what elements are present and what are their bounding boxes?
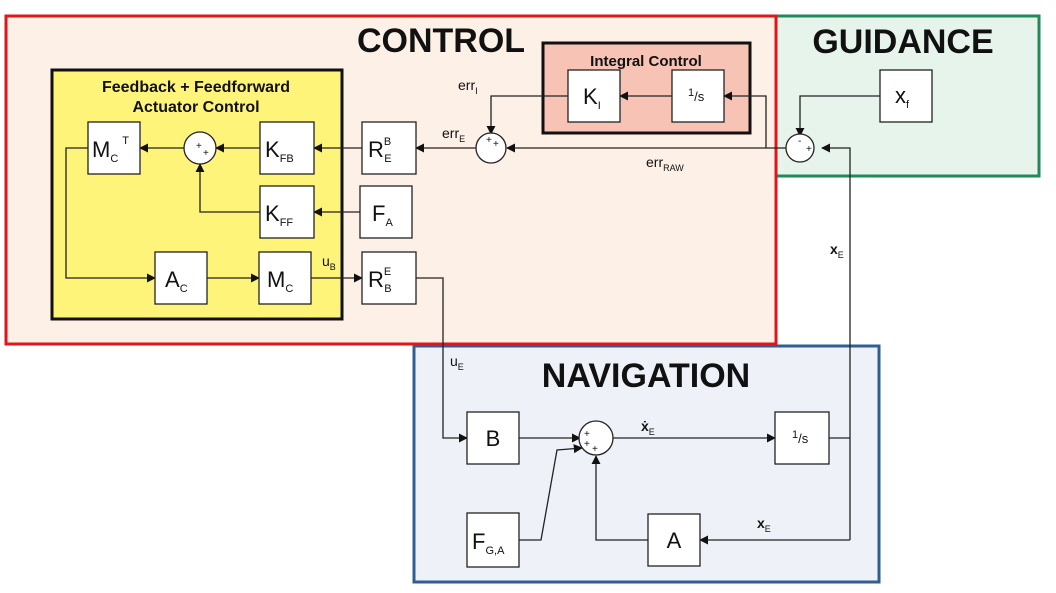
svg-text:+: + [486,135,492,146]
block-a: A [647,513,701,567]
block-kfb: KFB [259,121,315,175]
svg-text:xf: xf [895,83,910,111]
wire-ue [416,277,468,443]
wire-kff-to-sum [195,163,260,213]
block-xf: xf [879,69,933,123]
svg-text:AC: AC [165,267,188,295]
summing-junction-actuator: + + [183,131,217,165]
block-integrator-control: 1/s [671,69,725,123]
integral-control-title: Integral Control [590,53,702,70]
label-u-e: uE [450,353,464,372]
label-err-e: errE [442,125,465,144]
wire-xe-to-guidance-sum [821,143,851,540]
block-b: B [466,411,520,465]
label-x-e-right: xE [830,241,844,260]
wire-err-raw-to-integrator [723,91,767,148]
svg-text:RBE: RBE [368,136,392,165]
wire-a-to-sum [591,455,648,541]
svg-text:KI: KI [583,84,601,112]
svg-text:+: + [584,429,590,440]
label-err-i: errI [458,77,478,96]
block-integrator-navigation: 1/s [774,411,830,465]
actuator-title-line1: Feedback + Feedforward [102,79,290,96]
block-mc-transpose: MCT [87,121,141,175]
guidance-title: GUIDANCE [812,23,993,61]
svg-text:KFF: KFF [265,201,293,229]
svg-text:REB: REB [368,266,392,295]
svg-text:+: + [493,139,499,150]
svg-text:-: - [798,136,801,147]
block-ac: AC [154,251,208,305]
summing-junction-navigation: + + + [578,420,614,456]
wire-fga-to-sum [519,444,583,541]
svg-text:+: + [806,144,812,155]
wire-mct-to-ac [65,147,156,283]
summing-junction-error: + + [475,132,507,164]
svg-text:1/s: 1/s [688,87,705,104]
actuator-title-line2: Actuator Control [132,99,259,116]
label-x-dot-e: ẋE [641,418,655,437]
wire-xf-to-sum [795,95,880,137]
svg-text:+: + [203,148,209,159]
svg-text:B: B [486,426,501,451]
label-u-b: uB [322,253,336,272]
svg-text:KFB: KFB [265,137,294,165]
block-fa: FA [359,185,413,239]
block-fga: FG,A [466,512,520,568]
block-mc: MC [258,251,312,305]
svg-text:FG,A: FG,A [472,529,505,557]
block-ki: KI [567,69,621,123]
svg-text:MC: MC [267,267,293,295]
svg-text:A: A [667,528,682,553]
svg-text:1/s: 1/s [792,429,809,446]
navigation-title: NAVIGATION [542,357,750,395]
summing-junction-guidance: - + [785,133,815,163]
svg-text:MCT: MCT [92,135,129,165]
wire-err-i [486,95,568,135]
svg-text:+: + [592,444,598,455]
svg-text:FA: FA [372,201,393,229]
svg-text:+: + [584,439,590,450]
label-x-e-bottom: xE [757,515,771,534]
control-title: CONTROL [357,22,525,60]
block-kff: KFF [259,185,315,239]
svg-text:+: + [196,141,202,152]
label-err-raw: errRAW [646,154,684,173]
